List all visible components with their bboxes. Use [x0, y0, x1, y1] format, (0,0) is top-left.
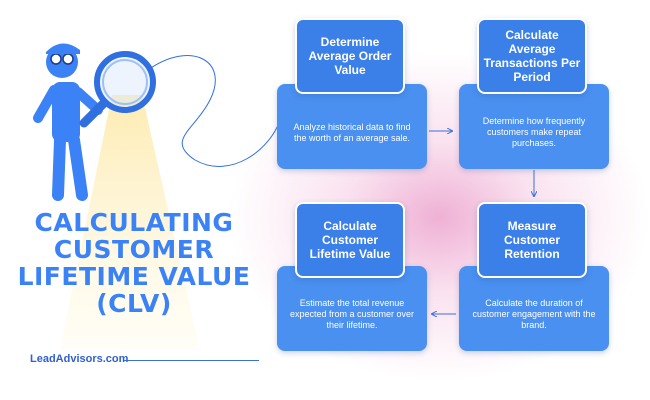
- step-1-heading-card: Determine Average Order Value: [295, 18, 405, 94]
- step-3-heading-card: Measure Customer Retention: [477, 202, 587, 278]
- step-4-heading-card: Calculate Customer Lifetime Value: [295, 202, 405, 278]
- brand-logo-text: LeadAdvisors.com: [30, 353, 129, 365]
- title-line-1: CALCULATING: [34, 208, 234, 237]
- step-2-heading-card: Calculate Average Transactions Per Perio…: [477, 18, 587, 94]
- step-4-description-card: Estimate the total revenue expected from…: [277, 266, 427, 351]
- step-2-description-card: Determine how frequently customers make …: [459, 84, 609, 169]
- step-1-heading: Determine Average Order Value: [308, 35, 392, 77]
- step-3-description: Calculate the duration of customer engag…: [472, 298, 596, 330]
- brand-underline: [124, 360, 259, 361]
- step-3-heading: Measure Customer Retention: [503, 219, 560, 261]
- step-3-description-card: Calculate the duration of customer engag…: [459, 266, 609, 351]
- step-1-description: Analyze historical data to find the wort…: [293, 121, 411, 143]
- step-4-heading: Calculate Customer Lifetime Value: [309, 219, 391, 261]
- title-line-3: LIFETIME VALUE: [17, 262, 251, 291]
- step-4-description: Estimate the total revenue expected from…: [289, 298, 415, 330]
- step-1-description-card: Analyze historical data to find the wort…: [277, 84, 427, 169]
- step-2-heading: Calculate Average Transactions Per Perio…: [483, 28, 581, 84]
- title-line-2: CUSTOMER: [53, 235, 215, 264]
- title-line-4: (CLV): [96, 289, 172, 318]
- step-2-description: Determine how frequently customers make …: [482, 116, 586, 148]
